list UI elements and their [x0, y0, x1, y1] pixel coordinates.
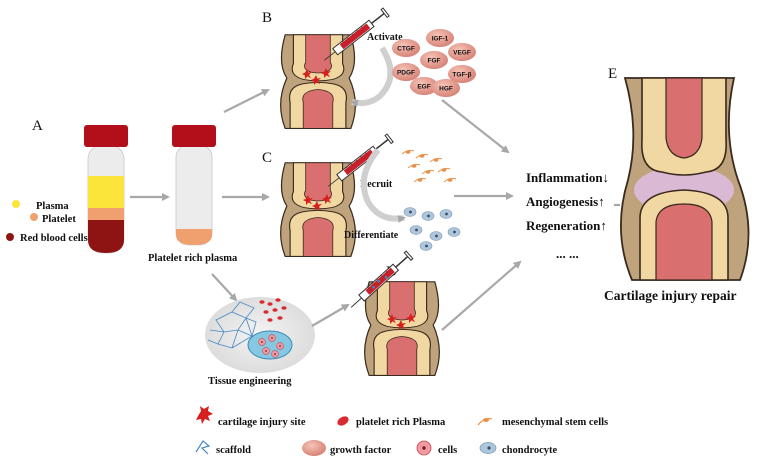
growth-factor-label: PDGF: [397, 69, 415, 76]
growth-factor-bubble: HGF: [432, 79, 460, 97]
arrow-d-to-outcomes: [441, 260, 522, 331]
tissue-engineering-circle: [205, 297, 315, 373]
growth-factor-bubble: VEGF: [448, 43, 476, 61]
growth-factor-bubble: FGF: [420, 51, 448, 69]
platelet-label: Platelet: [42, 214, 76, 225]
legend-chondrocyte: chondrocyte: [479, 442, 558, 456]
panel-label-a: A: [32, 118, 43, 134]
growth-factor-bubble: PDGF: [392, 63, 420, 81]
growth-factor-label: HGF: [439, 85, 453, 92]
growth-factor-icon: [302, 440, 326, 456]
tube-legend: Plasma Platelet Red blood cells: [6, 200, 88, 244]
legend-mesenchymal-stem-cells: mesenchymal stem cells: [477, 417, 608, 428]
scaffold-mesh: [207, 301, 257, 349]
differentiate-curve-arrow: [360, 148, 406, 223]
prp-label: Platelet rich plasma: [148, 253, 238, 264]
plasma-swatch: [12, 200, 20, 208]
prp-drop-icon: [337, 416, 349, 426]
growth-factor-label: VEGF: [453, 49, 471, 56]
syringe-d: [347, 250, 414, 312]
blood-tube-whole: [84, 125, 128, 254]
outcome-list: Inflammation↓ Angiogenesis↑ Regeneration…: [526, 170, 609, 261]
recruit-label: Recruit: [360, 179, 393, 190]
growth-factor-bubble: EGF: [410, 77, 438, 95]
growth-factor-label: CTGF: [397, 45, 415, 52]
growth-factor-label: FGF: [428, 57, 441, 64]
panel-label-c: C: [262, 150, 272, 166]
legend-cartilage-injury-site: cartilage injury site: [196, 406, 306, 428]
legend-cells: cells: [416, 440, 457, 456]
scaffold-icon: [195, 440, 211, 455]
legend-platelet-rich-plasma: platelet rich Plasma: [337, 416, 446, 428]
platelet-swatch: [30, 213, 38, 221]
outcome-ellipsis: ... ...: [556, 246, 579, 261]
svg-text:cells: cells: [438, 445, 457, 456]
growth-factor-label: TGF-β: [452, 71, 471, 78]
repair-label: Cartilage injury repair: [604, 288, 736, 303]
panel-label-b: B: [262, 10, 272, 26]
svg-text:cartilage injury site: cartilage injury site: [218, 417, 306, 428]
activate-curve-arrow: [350, 46, 394, 108]
blood-tube-prp: [172, 125, 216, 246]
outcome-regeneration: Regeneration↑: [526, 218, 607, 233]
growth-factor-label: IGF-1: [432, 35, 449, 42]
growth-factor-bubble: CTGF: [392, 39, 420, 57]
svg-text:platelet rich Plasma: platelet rich Plasma: [356, 417, 446, 428]
chondrocyte-group: [403, 207, 461, 251]
arrow-b-to-outcomes: [441, 99, 510, 154]
bottom-legend: cartilage injury site platelet rich Plas…: [195, 406, 608, 456]
joint-e-repaired: [619, 77, 750, 281]
outcome-angiogenesis: Angiogenesis↑: [526, 194, 605, 209]
red-blood-cells-swatch: [6, 233, 14, 241]
red-blood-cells-label: Red blood cells: [20, 233, 88, 244]
panel-label-e: E: [608, 66, 617, 82]
svg-text:growth factor: growth factor: [330, 445, 392, 456]
differentiate-label: Differentiate: [344, 230, 399, 241]
legend-scaffold: scaffold: [195, 440, 251, 456]
svg-text:chondrocyte: chondrocyte: [502, 445, 558, 456]
plasma-label: Plasma: [36, 201, 69, 212]
activate-label: Activate: [367, 32, 403, 43]
svg-text:scaffold: scaffold: [216, 445, 251, 456]
growth-factor-bubble: IGF-1: [426, 29, 454, 47]
growth-factor-label: EGF: [417, 83, 430, 90]
msc-group: [401, 149, 457, 183]
arrow-prp-to-b: [223, 89, 270, 113]
svg-text:mesenchymal stem cells: mesenchymal stem cells: [502, 417, 608, 428]
outcome-inflammation: Inflammation↓: [526, 170, 609, 185]
injury-star-icon: [196, 406, 213, 424]
tissue-engineering-label: Tissue engineering: [208, 376, 292, 387]
legend-growth-factor: growth factor: [302, 440, 392, 456]
joint-d: [364, 281, 440, 377]
arrow-te-to-d: [311, 303, 350, 327]
arrow-prp-to-te: [211, 273, 238, 302]
growth-factor-bubble: TGF-β: [448, 65, 476, 83]
